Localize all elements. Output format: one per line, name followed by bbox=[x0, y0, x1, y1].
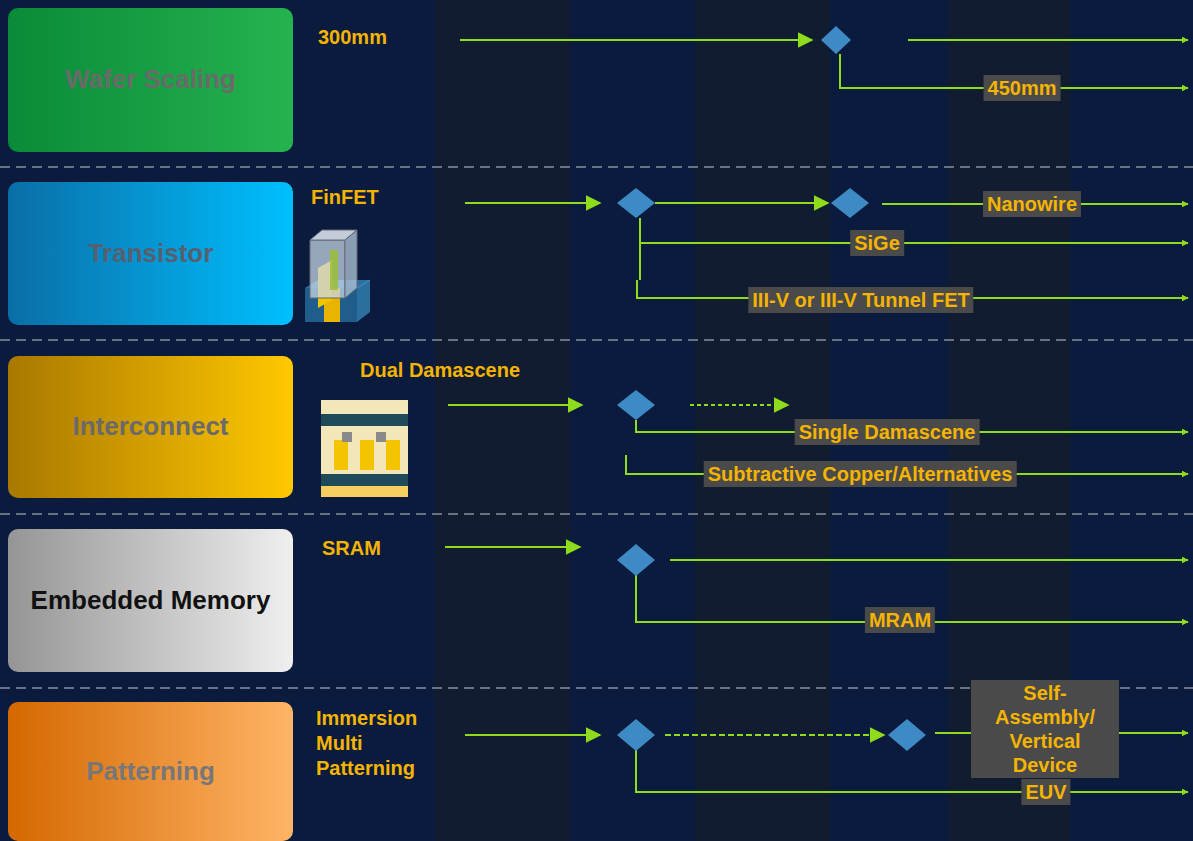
technology-tag: Subtractive Copper/Alternatives bbox=[704, 461, 1017, 487]
technology-label: Self-Assembly/ Vertical Device bbox=[995, 682, 1095, 776]
technology-tag: MRAM bbox=[865, 607, 935, 633]
technology-label: Single Damascene bbox=[799, 421, 976, 443]
category-box: Interconnect bbox=[8, 356, 293, 498]
category-box: Transistor bbox=[8, 182, 293, 325]
technology-label: MRAM bbox=[869, 609, 931, 631]
start-technology: Immersion Multi Patterning bbox=[316, 706, 456, 781]
technology-tag: SiGe bbox=[850, 230, 904, 256]
category-title: Interconnect bbox=[56, 411, 244, 442]
category-title: Transistor bbox=[72, 238, 230, 269]
category-box: Wafer Scaling bbox=[8, 8, 293, 152]
start-technology: SRAM bbox=[322, 536, 381, 561]
category-title: Embedded Memory bbox=[15, 585, 287, 616]
start-technology: 300mm bbox=[318, 25, 387, 50]
technology-tag: III-V or III-V Tunnel FET bbox=[748, 287, 973, 313]
finfet-icon bbox=[305, 230, 370, 322]
technology-label: 450mm bbox=[988, 77, 1057, 99]
technology-label: Subtractive Copper/Alternatives bbox=[708, 463, 1013, 485]
technology-tag: 450mm bbox=[984, 75, 1061, 101]
technology-label: Nanowire bbox=[987, 193, 1077, 215]
start-technology: Dual Damascene bbox=[360, 358, 520, 383]
technology-label: III-V or III-V Tunnel FET bbox=[752, 289, 969, 311]
row-separators bbox=[0, 167, 1193, 688]
category-title: Patterning bbox=[70, 756, 231, 787]
technology-label: SiGe bbox=[854, 232, 900, 254]
technology-tag: EUV bbox=[1021, 779, 1070, 805]
category-title: Wafer Scaling bbox=[49, 64, 252, 95]
milestone-diamonds bbox=[617, 26, 926, 751]
technology-tag: Single Damascene bbox=[795, 419, 980, 445]
roadmap-arrows bbox=[445, 40, 1188, 792]
damascene-icon bbox=[321, 400, 408, 497]
technology-tag: Nanowire bbox=[983, 191, 1081, 217]
technology-label: EUV bbox=[1025, 781, 1066, 803]
category-box: Patterning bbox=[8, 702, 293, 841]
category-box: Embedded Memory bbox=[8, 529, 293, 672]
start-technology: FinFET bbox=[311, 185, 379, 210]
technology-tag: Self-Assembly/ Vertical Device bbox=[971, 680, 1119, 778]
